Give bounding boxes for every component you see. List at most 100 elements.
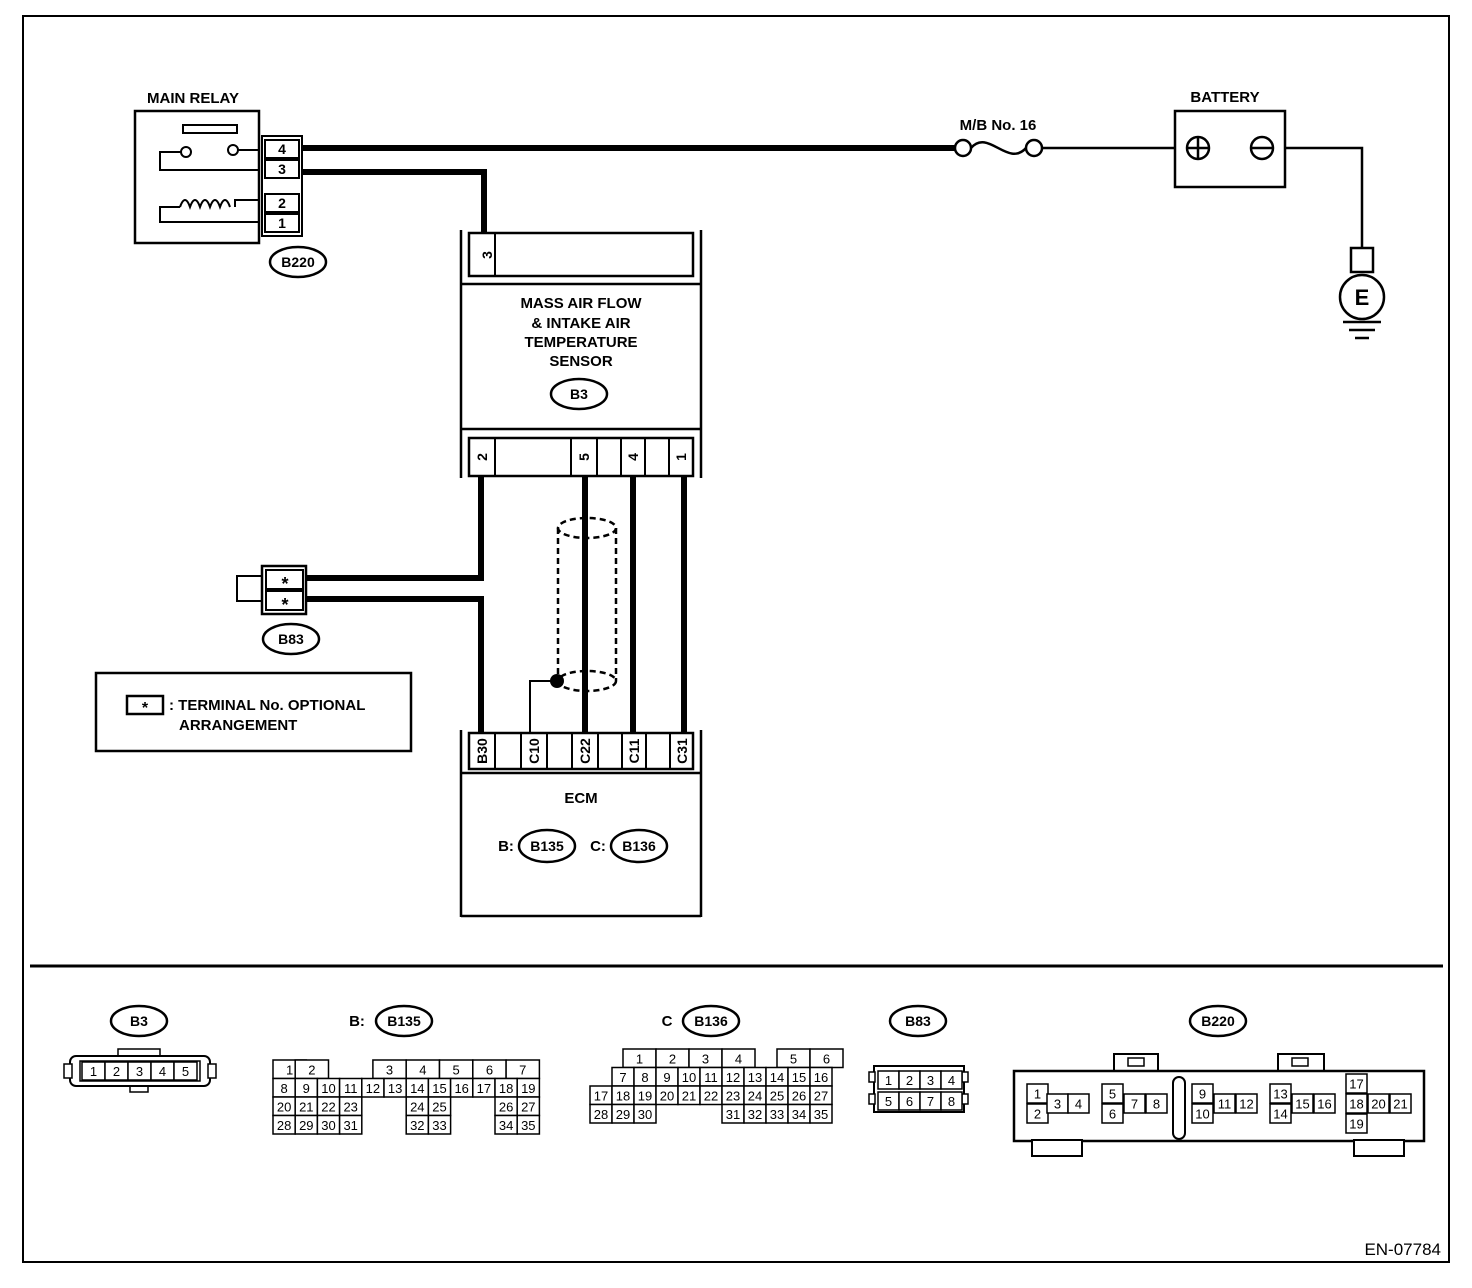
terminal-number: 21 (1393, 1097, 1407, 1112)
terminal-number: 5 (885, 1094, 892, 1109)
terminal-number: 5 (453, 1062, 460, 1077)
terminal-number: 25 (432, 1099, 446, 1114)
terminal-number: 35 (521, 1118, 535, 1133)
wire-sensor-to-b83-1 (306, 475, 484, 581)
battery-title: BATTERY (1190, 89, 1259, 106)
terminal-number: 19 (638, 1088, 652, 1103)
terminal-number: 8 (1153, 1097, 1160, 1112)
diagram-id: EN-07784 (1364, 1240, 1441, 1259)
shield-junction-dot (550, 674, 564, 688)
terminal-cell (1367, 1093, 1390, 1114)
terminal-number: 19 (1349, 1117, 1363, 1132)
terminal-number: 4 (159, 1064, 166, 1079)
terminal-number: 3 (136, 1064, 143, 1079)
sensor-pin: 4 (625, 453, 641, 461)
terminal-number: 18 (499, 1081, 513, 1096)
legend-symbol: * (142, 700, 149, 717)
terminal-number: 15 (792, 1070, 806, 1085)
terminal-number: 13 (1273, 1087, 1287, 1102)
relay-pin: 1 (278, 215, 286, 231)
connector-view-label: B136 (694, 1013, 728, 1029)
terminal-number: 1 (636, 1051, 643, 1066)
terminal-number: 34 (792, 1107, 806, 1122)
ground: E (1338, 246, 1386, 340)
terminal-number: 1 (90, 1064, 97, 1079)
relay-contact-icon (227, 144, 239, 156)
connector-tag-b220 (268, 245, 328, 279)
terminal-number: 25 (770, 1088, 784, 1103)
terminal-number: 12 (366, 1081, 380, 1096)
terminal-cell (427, 1114, 452, 1135)
sensor-title-line: TEMPERATURE (524, 334, 637, 351)
fuse-label: M/B No. 16 (960, 117, 1037, 134)
legend: * : TERMINAL No. OPTIONAL ARRANGEMENT (94, 671, 413, 753)
terminal-number: 11 (1218, 1097, 1232, 1112)
ecm: B30 C10 C22 C11 C31 ECM B: B135 C: B136 (459, 730, 703, 918)
sensor-title-line: SENSOR (549, 353, 613, 370)
terminal-number: 10 (321, 1081, 335, 1096)
terminal-number: 5 (790, 1051, 797, 1066)
b83-pin: * (281, 574, 288, 594)
terminal-cell (1291, 1093, 1314, 1114)
terminal-number: 12 (726, 1070, 740, 1085)
terminal-cell (1313, 1093, 1336, 1114)
terminal-number: 9 (303, 1081, 310, 1096)
terminal-number: 2 (669, 1051, 676, 1066)
terminal-cell (1345, 1073, 1368, 1094)
terminal-number: 2 (1034, 1107, 1041, 1122)
terminal-number: 28 (594, 1107, 608, 1122)
mass-air-flow-sensor: 3 MASS AIR FLOW & INTAKE AIR TEMPERATURE… (459, 230, 703, 478)
terminal-cell (1389, 1093, 1412, 1114)
sensor-pin: 5 (576, 453, 592, 461)
terminal-number: 20 (1371, 1097, 1385, 1112)
legend-line: ARRANGEMENT (179, 717, 297, 734)
terminal-number: 3 (927, 1073, 934, 1088)
terminal-number: 23 (343, 1099, 357, 1114)
terminal-cell (1067, 1093, 1090, 1114)
terminal-number: 3 (1054, 1097, 1061, 1112)
b83-connector: * * B83 (236, 564, 321, 656)
terminal-number: 12 (1239, 1097, 1253, 1112)
connector-tag-b135 (517, 828, 577, 864)
svg-text:B136: B136 (622, 838, 656, 854)
ecm-connector (467, 731, 695, 771)
relay-contact-bar (182, 124, 238, 134)
terminal-number: 33 (770, 1107, 784, 1122)
terminal-number: 17 (477, 1081, 491, 1096)
terminal-number: 5 (1109, 1087, 1116, 1102)
terminal-number: 6 (486, 1062, 493, 1077)
ground-label: E (1355, 285, 1370, 310)
sensor-pin: 2 (474, 453, 490, 461)
sensor-pin: 3 (479, 251, 495, 259)
terminal-number: 9 (663, 1070, 670, 1085)
terminal-cell (1269, 1083, 1292, 1104)
terminal-cell (1345, 1093, 1368, 1114)
terminal-number: 16 (814, 1070, 828, 1085)
terminal-number: 16 (1317, 1097, 1331, 1112)
terminal-number: 22 (704, 1088, 718, 1103)
relay-pin: 4 (278, 141, 286, 157)
terminal-number: 7 (927, 1094, 934, 1109)
terminal-number: 7 (1131, 1097, 1138, 1112)
terminal-cell (516, 1114, 541, 1135)
terminal-number: 11 (704, 1070, 718, 1085)
terminal-number: 29 (616, 1107, 630, 1122)
wire-relay-to-sensor (302, 169, 487, 233)
svg-text:B135: B135 (530, 838, 564, 854)
terminal-number: 10 (1195, 1107, 1209, 1122)
relay-coil-icon (179, 199, 231, 210)
connector-tag-b136 (609, 828, 669, 864)
terminal-number: 27 (521, 1099, 535, 1114)
terminal-number: 15 (1295, 1097, 1309, 1112)
terminal-number: 20 (660, 1088, 674, 1103)
terminal-number: 27 (814, 1088, 828, 1103)
terminal-number: 31 (343, 1118, 357, 1133)
connector-view-label: B3 (130, 1013, 148, 1029)
terminal-number: 1 (885, 1073, 892, 1088)
svg-text:B3: B3 (570, 386, 588, 402)
main-relay-title: MAIN RELAY (147, 90, 239, 107)
fuse: M/B No. 16 (953, 117, 1044, 158)
terminal-number: 6 (1109, 1107, 1116, 1122)
